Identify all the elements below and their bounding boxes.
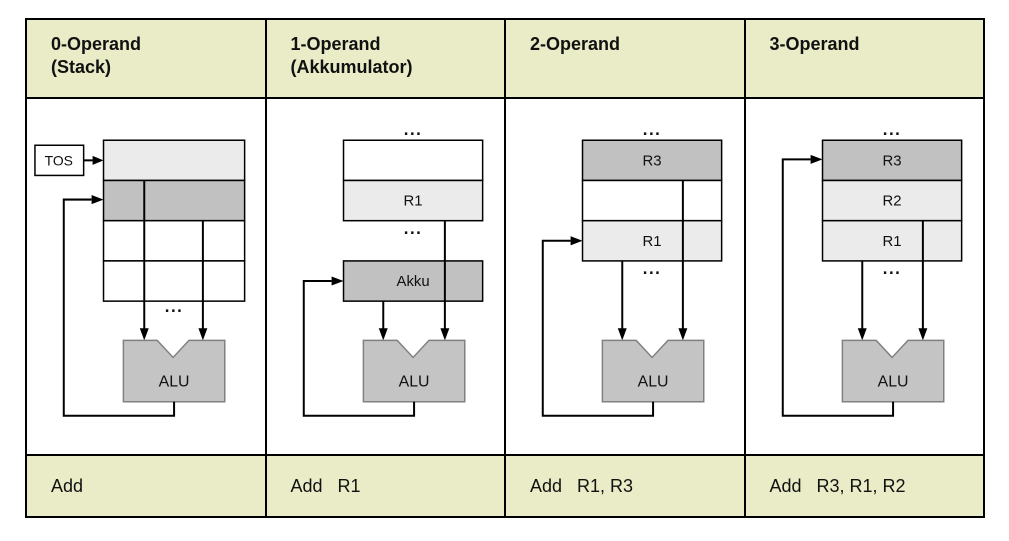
header-row: 0-Operand (Stack) 1-Operand (Akkumulator…	[27, 20, 983, 99]
header-subtitle: (Akkumulator)	[290, 57, 413, 77]
register-cell-r1	[581, 219, 723, 262]
diagram-cell-stack: ... ALU TOS	[27, 99, 267, 454]
accumulator-machine-diagram: ... R1 ... Akku ALU	[302, 120, 483, 417]
result-feedback-wire	[781, 158, 894, 417]
arrowhead-icon	[857, 328, 867, 341]
register-label-r3: R3	[643, 152, 662, 169]
register-label-r3: R3	[882, 152, 901, 169]
stack-cell-tos	[102, 139, 246, 182]
diagram-cell-3-operand: ... R3 R2 R1 ... ALU	[746, 99, 984, 454]
arrowhead-icon	[439, 328, 449, 341]
result-feedback-wire	[62, 198, 176, 417]
alu-box	[841, 339, 944, 403]
alu-label: ALU	[398, 374, 429, 391]
stack-cell-4	[102, 260, 246, 302]
ellipsis-top: ...	[643, 120, 662, 139]
register-cell-r2	[821, 179, 962, 222]
header-title: 1-Operand	[290, 34, 381, 54]
ellipsis-bottom: ...	[643, 259, 662, 278]
header-cell-3-operand: 3-Operand	[746, 20, 984, 97]
stack-cell-3	[102, 219, 246, 262]
alu-label: ALU	[159, 374, 190, 391]
instruction-row: Add Add R1 Add R1, R3 Add R3, R1, R2	[27, 456, 983, 516]
register-cell-r3	[821, 139, 962, 182]
diagram-cell-2-operand: ... R3 R1 ... ALU	[506, 99, 746, 454]
arrowhead-icon	[570, 236, 583, 246]
two-operand-machine-diagram: ... R3 R1 ... ALU	[541, 120, 723, 417]
header-title: 3-Operand	[769, 34, 860, 54]
register-cell-empty	[342, 139, 483, 182]
register-cell-r3	[581, 139, 723, 182]
alu-label: ALU	[877, 374, 908, 391]
header-cell-0-operand: 0-Operand (Stack)	[27, 20, 267, 97]
arrowhead-icon	[678, 328, 688, 341]
header-cell-1-operand: 1-Operand (Akkumulator)	[267, 20, 506, 97]
arrowhead-icon	[917, 328, 927, 341]
header-title: 0-Operand	[51, 34, 142, 54]
header-subtitle: (Stack)	[51, 57, 112, 77]
ellipsis-bottom: ...	[403, 219, 422, 238]
result-feedback-wire	[541, 239, 655, 417]
register-label-r2: R2	[882, 193, 901, 210]
arrowhead-icon	[198, 328, 208, 341]
architecture-comparison-table: 0-Operand (Stack) 1-Operand (Akkumulator…	[25, 18, 985, 518]
ellipsis-bottom: ...	[165, 297, 184, 316]
diagram-cell-akkumulator: ... R1 ... Akku ALU	[267, 99, 506, 454]
arrowhead-icon	[378, 328, 388, 341]
register-label-r1: R1	[882, 233, 901, 250]
header-title: 2-Operand	[530, 34, 621, 54]
result-feedback-wire	[302, 280, 415, 417]
stack-machine-diagram: ... ALU TOS	[34, 139, 246, 417]
stack-cell-2	[102, 179, 246, 222]
instruction-example-akkumulator: Add R1	[267, 456, 506, 516]
alu-label: ALU	[638, 374, 669, 391]
instruction-example-stack: Add	[27, 456, 267, 516]
register-cell-r1	[342, 179, 483, 222]
alu-box	[601, 339, 705, 403]
ellipsis-top: ...	[403, 120, 422, 139]
three-operand-machine-diagram: ... R3 R2 R1 ... ALU	[781, 120, 962, 417]
tos-label: TOS	[45, 152, 73, 168]
register-label-r1: R1	[403, 193, 422, 210]
arrowhead-icon	[92, 155, 104, 165]
alu-box	[362, 339, 465, 403]
register-cell-empty	[581, 179, 723, 222]
ellipsis-bottom: ...	[882, 259, 901, 278]
alu-box	[122, 339, 226, 403]
arrowhead-icon	[331, 276, 344, 286]
instruction-example-2-operand: Add R1, R3	[506, 456, 746, 516]
tos-box	[34, 144, 85, 177]
register-label-r1: R1	[643, 233, 662, 250]
diagram-row: ... ALU TOS ...	[27, 99, 983, 456]
arrowhead-icon	[617, 328, 627, 341]
akku-box	[342, 260, 483, 302]
arrowhead-icon	[139, 328, 149, 341]
register-cell-r1	[821, 219, 962, 262]
instruction-example-3-operand: Add R3, R1, R2	[769, 475, 906, 496]
arrowhead-icon	[810, 154, 823, 164]
header-cell-2-operand: 2-Operand	[506, 20, 746, 97]
akku-label: Akku	[396, 273, 429, 290]
arrowhead-icon	[91, 195, 104, 205]
ellipsis-top: ...	[882, 120, 901, 139]
